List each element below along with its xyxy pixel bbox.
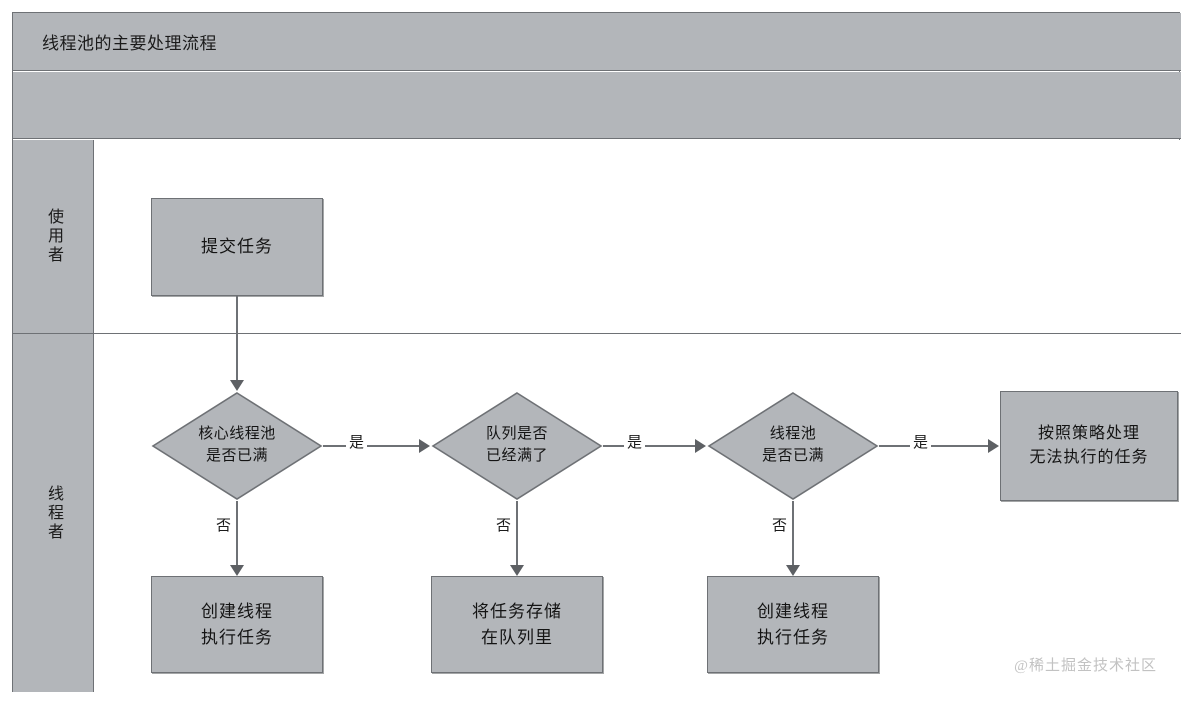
edge-submit-to-core-upper [236,296,238,335]
edge-label-queue-to-pool: 是 [624,435,646,452]
node-queue-full[interactable]: 队列是否 已经满了 [431,391,603,501]
swimlane-user: 使用者 提交任务 [13,140,1181,335]
edge-submit-to-core-lower [236,334,238,380]
edge-pool-to-policy-line [879,445,988,447]
node-create-thread-2-label: 创建线程 执行任务 [757,602,829,647]
edge-core-to-queue-line [323,445,419,447]
edge-core-to-create1-line [236,501,238,573]
edge-pool-to-create2-arrow [786,565,800,576]
node-policy-handle-label: 按照策略处理 无法执行的任务 [1029,425,1149,466]
node-store-in-queue-label: 将任务存储 在队列里 [472,602,562,647]
node-core-pool-full[interactable]: 核心线程池 是否已满 [151,391,323,501]
swimlane-body-thread: 核心线程池 是否已满 队列是否 已经满了 线程池 是否已满 [94,334,1181,692]
node-policy-handle[interactable]: 按照策略处理 无法执行的任务 [1000,391,1178,501]
edge-queue-to-pool-arrow [695,439,706,453]
edge-label-core-to-create1: 否 [213,518,235,535]
diagram-frame: 线程池的主要处理流程 使用者 提交任务 线程者 [12,12,1181,692]
core-pool-full-shape [151,392,323,500]
edge-pool-to-create2-line [792,501,794,573]
swimlane-label-thread-text: 线程者 [45,484,62,542]
node-submit-task-label: 提交任务 [201,237,273,257]
edge-label-queue-to-store: 否 [493,518,515,535]
diagram-header-band [13,72,1181,139]
edge-queue-to-store-line [516,501,518,573]
diagram-title-bar: 线程池的主要处理流程 [13,13,1181,71]
swimlane-label-user-text: 使用者 [45,208,62,265]
queue-full-shape [431,392,603,500]
node-create-thread-1-label: 创建线程 执行任务 [201,602,273,647]
pool-full-shape [707,392,879,500]
edge-queue-to-store-arrow [510,565,524,576]
node-create-thread-1[interactable]: 创建线程 执行任务 [151,576,323,673]
swimlane-label-user: 使用者 [13,140,94,333]
edge-label-core-to-queue: 是 [346,435,368,452]
swimlane-label-thread: 线程者 [13,334,94,692]
node-create-thread-2[interactable]: 创建线程 执行任务 [707,576,879,673]
edge-label-pool-to-policy: 是 [910,435,932,452]
edge-submit-to-core-arrow [230,380,244,391]
edge-pool-to-policy-arrow [988,439,999,453]
node-store-in-queue[interactable]: 将任务存储 在队列里 [431,576,603,673]
edge-label-pool-to-create2: 否 [769,518,791,535]
edge-core-to-queue-arrow [419,439,430,453]
edge-queue-to-pool-line [603,445,695,447]
watermark: @稀土掘金技术社区 [1014,658,1157,674]
node-pool-full[interactable]: 线程池 是否已满 [707,391,879,501]
node-submit-task[interactable]: 提交任务 [151,198,323,296]
edge-core-to-create1-arrow [230,565,244,576]
swimlane-thread: 线程者 核心线程池 是否已满 队列是否 已 [13,334,1181,692]
diagram-title: 线程池的主要处理流程 [42,34,217,53]
swimlane-body-user: 提交任务 [94,140,1181,335]
